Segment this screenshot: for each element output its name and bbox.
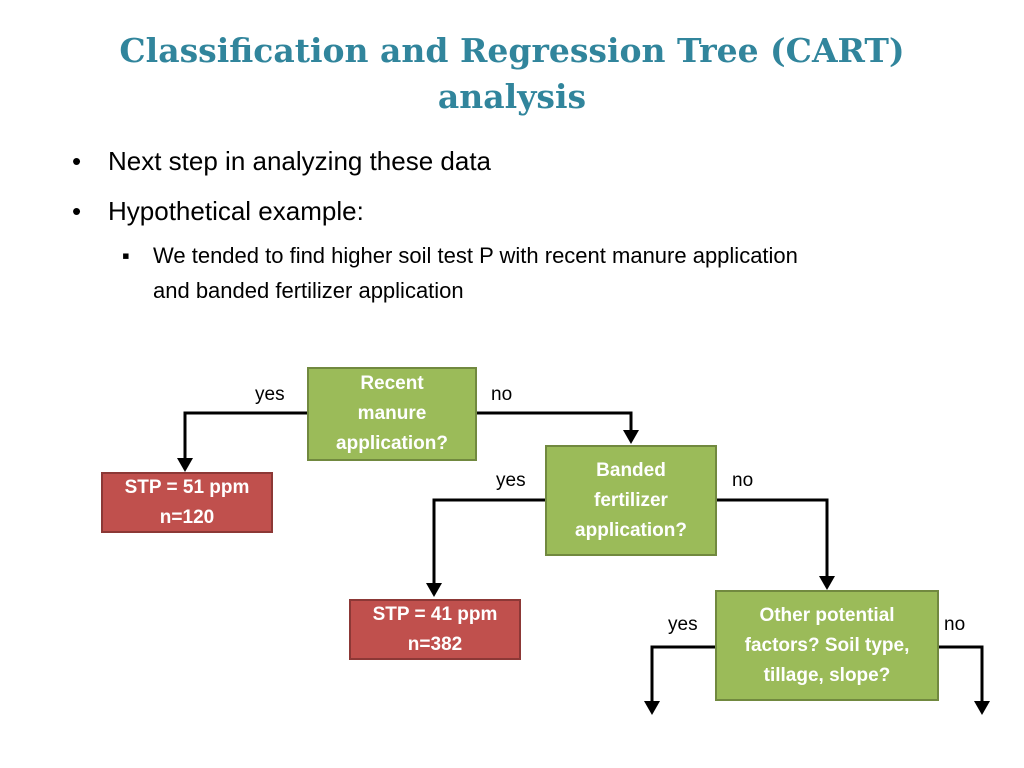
arrowhead bbox=[644, 701, 660, 715]
connector-node1-yes bbox=[183, 411, 307, 460]
connector-node2-no bbox=[717, 498, 829, 578]
branch-label-no: no bbox=[944, 614, 966, 635]
node-text: Recent bbox=[360, 373, 424, 394]
connector-node2-yes bbox=[432, 498, 545, 585]
sub-bullet-marker: ▪ bbox=[122, 243, 130, 268]
node-text: Banded bbox=[596, 459, 666, 481]
node-text: tillage, slope? bbox=[763, 664, 891, 686]
decision-node-manure: Recent manure application? bbox=[307, 367, 477, 461]
connector-node1-no bbox=[477, 411, 633, 432]
node-text: manure bbox=[357, 403, 427, 424]
bullet-item-1: Next step in analyzing these data bbox=[108, 146, 492, 176]
leaf-node-41ppm: STP = 41 ppm n=382 bbox=[349, 599, 521, 660]
arrowhead bbox=[974, 701, 990, 715]
branch-label-no: no bbox=[491, 384, 513, 405]
branch-label-yes: yes bbox=[255, 384, 285, 405]
node-text: Other potential bbox=[759, 604, 895, 626]
arrowhead bbox=[819, 576, 835, 590]
decision-node-other-factors: Other potential factors? Soil type, till… bbox=[715, 590, 939, 701]
node-text: fertilizer bbox=[594, 489, 668, 511]
connector-node3-no bbox=[939, 645, 984, 703]
bullet-marker: • bbox=[72, 146, 82, 176]
branch-label-no: no bbox=[732, 470, 754, 491]
sub-bullet-line-2: and banded fertilizer application bbox=[153, 278, 464, 303]
sub-bullet-item: We tended to find higher soil test P wit… bbox=[153, 238, 953, 308]
slide-title: Classification and Regression Tree (CART… bbox=[60, 28, 964, 120]
branch-label-yes: yes bbox=[496, 470, 526, 491]
node-text: factors? Soil type, bbox=[744, 634, 910, 656]
node-text: n=120 bbox=[159, 506, 215, 528]
node-text: STP = 51 ppm bbox=[124, 476, 250, 498]
node-text: application? bbox=[336, 433, 448, 454]
bullet-marker: • bbox=[72, 196, 82, 226]
node-text: STP = 41 ppm bbox=[372, 603, 498, 625]
decision-node-banded: Banded fertilizer application? bbox=[545, 445, 717, 556]
arrowhead bbox=[177, 458, 193, 472]
leaf-node-51ppm: STP = 51 ppm n=120 bbox=[101, 472, 273, 533]
branch-label-yes: yes bbox=[668, 614, 698, 635]
arrowhead bbox=[426, 583, 442, 597]
sub-bullet-line-1: We tended to find higher soil test P wit… bbox=[153, 243, 798, 268]
node-text: n=382 bbox=[407, 633, 463, 655]
node-text: application? bbox=[575, 519, 687, 541]
arrowhead bbox=[623, 430, 639, 444]
title-line-1: Classification and Regression Tree (CART… bbox=[119, 31, 905, 70]
connector-node3-yes bbox=[650, 645, 715, 703]
bullet-item-2: Hypothetical example: bbox=[108, 196, 364, 226]
title-line-2: analysis bbox=[437, 77, 587, 116]
